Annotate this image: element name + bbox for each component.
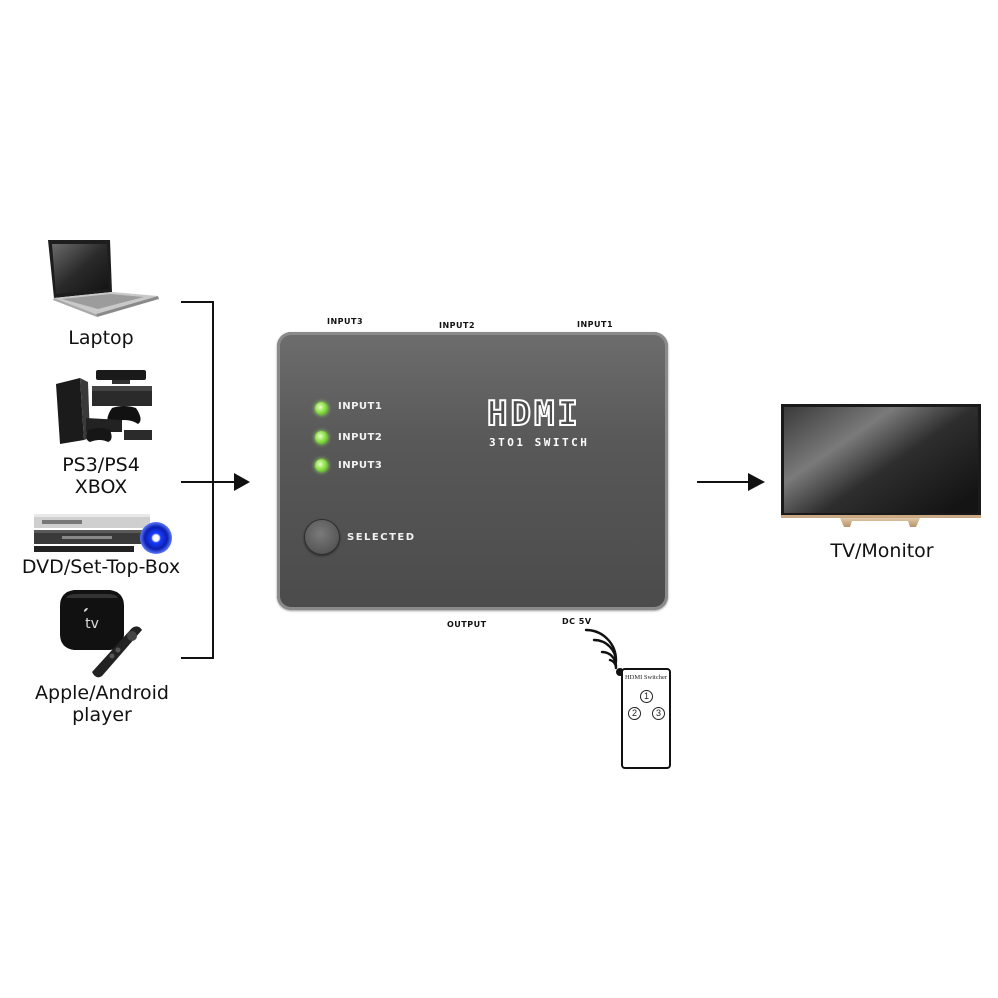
port-label-input3: INPUT3 xyxy=(327,317,364,326)
switch-subtitle: 3TO1 SWITCH xyxy=(489,436,590,449)
remote-key-2[interactable]: 2 xyxy=(628,707,641,720)
laptop-icon xyxy=(48,240,159,317)
hdmi-switch-box: INPUT1 INPUT2 INPUT3 HDMI 3TO1 SWITCH SE… xyxy=(277,332,668,610)
media-player-icon: tv xyxy=(60,590,142,678)
remote-title: HDMI Switcher xyxy=(624,674,668,681)
led-input2-indicator xyxy=(315,431,328,444)
hdmi-logo: HDMI xyxy=(486,393,581,435)
dvd-player-icon xyxy=(34,514,172,554)
source-label-dvd: DVD/Set-Top-Box xyxy=(21,556,181,578)
led-label-input1: INPUT1 xyxy=(338,401,383,412)
port-label-dc5v: DC 5V xyxy=(562,617,592,626)
ir-remote-control: HDMI Switcher 1 2 3 xyxy=(621,668,671,769)
port-label-input2: INPUT2 xyxy=(439,321,476,330)
port-label-input1: INPUT1 xyxy=(577,320,614,329)
port-label-output: OUTPUT xyxy=(447,620,487,629)
select-button[interactable] xyxy=(304,519,340,555)
led-input3-indicator xyxy=(315,459,328,472)
led-label-input3: INPUT3 xyxy=(338,460,383,471)
remote-key-1[interactable]: 1 xyxy=(640,690,653,703)
led-label-input2: INPUT2 xyxy=(338,432,383,443)
source-label-media-player: Apple/Android player xyxy=(35,682,169,726)
led-input1-indicator xyxy=(315,402,328,415)
output-label-tv: TV/Monitor xyxy=(830,540,934,562)
remote-key-3[interactable]: 3 xyxy=(652,707,665,720)
tv-icon xyxy=(781,404,981,527)
svg-text:tv: tv xyxy=(85,616,99,632)
source-label-laptop: Laptop xyxy=(68,327,134,349)
select-button-label: SELECTED xyxy=(347,532,416,543)
source-label-consoles: PS3/PS4 XBOX xyxy=(62,454,140,498)
game-console-icon xyxy=(56,370,152,444)
